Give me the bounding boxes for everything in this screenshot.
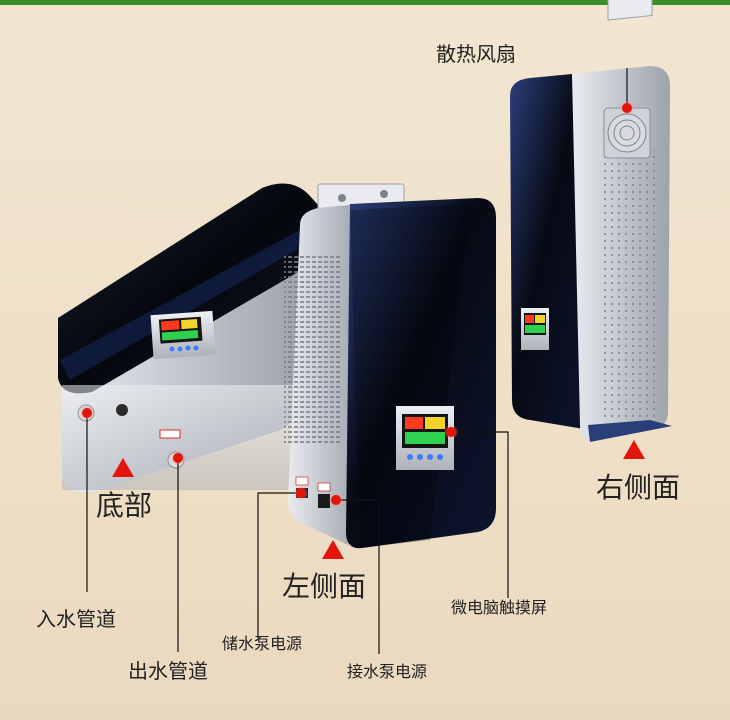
- triangle-marker-icon: [322, 540, 344, 559]
- callout-lines: [86, 68, 628, 654]
- inlet-pipe-label: 入水管道: [36, 607, 116, 631]
- triangle-marker-icon: [623, 440, 645, 459]
- top-accent-bar: [0, 0, 730, 5]
- device-right-side-view: [510, 0, 672, 442]
- outlet-pipe-label: 出水管道: [128, 659, 208, 683]
- red-dot-icon: [173, 453, 183, 463]
- connect-pump-power-label: 接水泵电源: [347, 662, 428, 681]
- device-bottom-view: [58, 183, 320, 493]
- touch-screen-label: 微电脑触摸屏: [451, 598, 548, 617]
- red-dot-icon: [296, 488, 306, 498]
- connect-pump-callout-line: [336, 499, 380, 654]
- red-dot-icon: [331, 495, 341, 505]
- storage-pump-callout-line: [257, 492, 301, 638]
- red-dot-icon: [446, 427, 456, 437]
- red-dot-icon: [82, 408, 92, 418]
- fan-label: 散热风扇: [436, 42, 516, 66]
- red-dot-icon: [622, 103, 632, 113]
- left-side-label: 左侧面: [282, 570, 367, 603]
- right-side-label: 右侧面: [596, 471, 681, 504]
- storage-pump-power-label: 储水泵电源: [222, 634, 303, 653]
- triangle-marker-icon: [112, 458, 134, 477]
- bottom-label: 底部: [96, 489, 153, 522]
- device-left-side-view: [284, 183, 496, 549]
- touch-screen-callout-line: [451, 431, 509, 598]
